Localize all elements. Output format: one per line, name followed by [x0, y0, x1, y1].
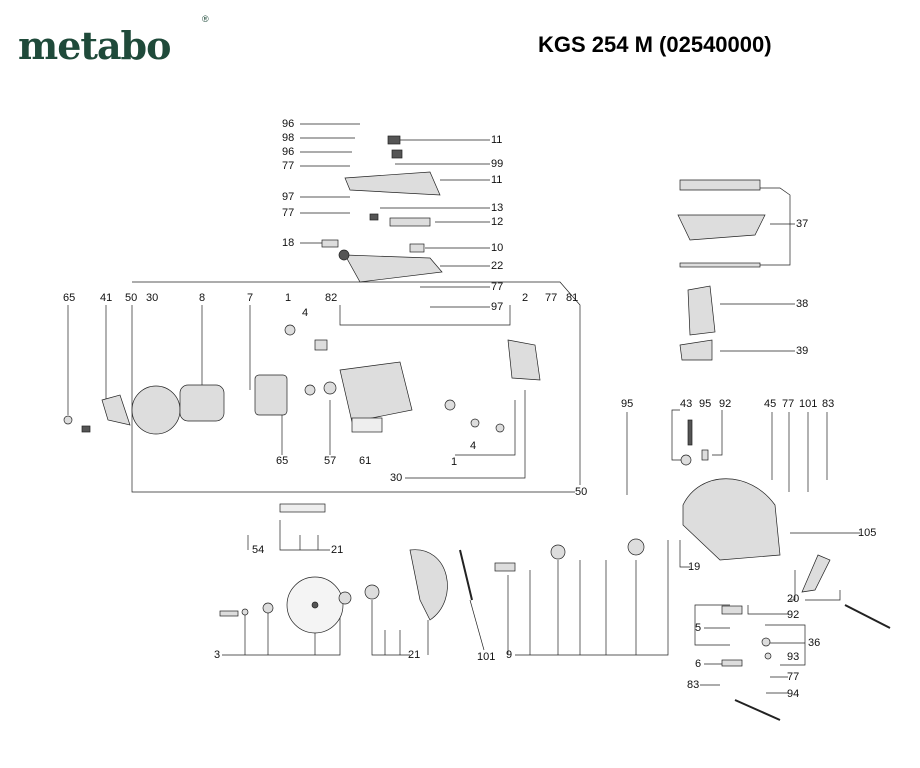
callout-label: 45	[764, 398, 777, 410]
callout-label: 1	[285, 292, 292, 304]
callout-label: 1	[451, 456, 458, 468]
callout-label: 93	[787, 651, 800, 663]
callout-label: 61	[359, 455, 372, 467]
callout-label: 6	[695, 658, 702, 670]
callout-label: 2	[522, 292, 529, 304]
callout-label: 77	[491, 281, 504, 293]
callout-label: 12	[491, 216, 504, 228]
callout-label: 83	[822, 398, 835, 410]
callout-label: 101	[477, 651, 496, 663]
part-shapes	[63, 135, 891, 721]
callout-label: 97	[282, 191, 295, 203]
callout-label: 22	[491, 260, 504, 272]
callout-label: 65	[63, 292, 76, 304]
callout-label: 11	[491, 134, 503, 146]
callout-label: 38	[796, 298, 809, 310]
callout-label: 105	[858, 527, 877, 539]
callout-label: 4	[302, 307, 309, 319]
callout-label: 77	[787, 671, 800, 683]
callout-label: 77	[282, 207, 295, 219]
callout-label: 13	[491, 202, 504, 214]
callout-label: 43	[680, 398, 693, 410]
callout-label: 18	[282, 237, 295, 249]
callout-label: 36	[808, 637, 821, 649]
callout-label: 21	[331, 544, 344, 556]
callout-label: 82	[325, 292, 338, 304]
callout-label: 95	[621, 398, 634, 410]
callout-label: 30	[390, 472, 403, 484]
callout-label: 83	[687, 679, 700, 691]
registered-mark: ®	[202, 14, 209, 24]
model-title: KGS 254 M (02540000)	[538, 32, 772, 57]
callout-label: 101	[799, 398, 818, 410]
metabo-logo: metabo	[18, 23, 171, 68]
callout-label: 94	[787, 688, 800, 700]
callout-label: 81	[566, 292, 579, 304]
callout-label: 65	[276, 455, 289, 467]
callout-label: 77	[282, 160, 295, 172]
callout-label: 9	[506, 649, 513, 661]
callout-label: 8	[199, 292, 206, 304]
callout-label: 97	[491, 301, 504, 313]
callout-label: 96	[282, 146, 295, 158]
callout-label: 92	[787, 609, 800, 621]
callout-label: 30	[146, 292, 159, 304]
callout-label: 20	[787, 593, 800, 605]
callout-label: 41	[100, 292, 113, 304]
callout-label: 99	[491, 158, 504, 170]
callout-label: 7	[247, 292, 254, 304]
callout-label: 19	[688, 561, 701, 573]
callout-label: 5	[695, 622, 702, 634]
callout-label: 37	[796, 218, 809, 230]
callout-label: 96	[282, 118, 295, 130]
callout-label: 57	[324, 455, 337, 467]
callout-label: 92	[719, 398, 732, 410]
callout-label: 54	[252, 544, 265, 556]
callout-label: 95	[699, 398, 712, 410]
leader-lines	[67, 123, 860, 694]
callout-label: 3	[214, 649, 221, 661]
callout-label: 98	[282, 132, 295, 144]
callout-label: 39	[796, 345, 809, 357]
callout-label: 11	[491, 174, 503, 186]
callout-label: 21	[408, 649, 421, 661]
callout-label: 77	[545, 292, 558, 304]
callout-label: 77	[782, 398, 795, 410]
callout-label: 50	[125, 292, 138, 304]
callout-label: 10	[491, 242, 504, 254]
callout-label: 4	[470, 440, 477, 452]
callout-label: 50	[575, 486, 588, 498]
